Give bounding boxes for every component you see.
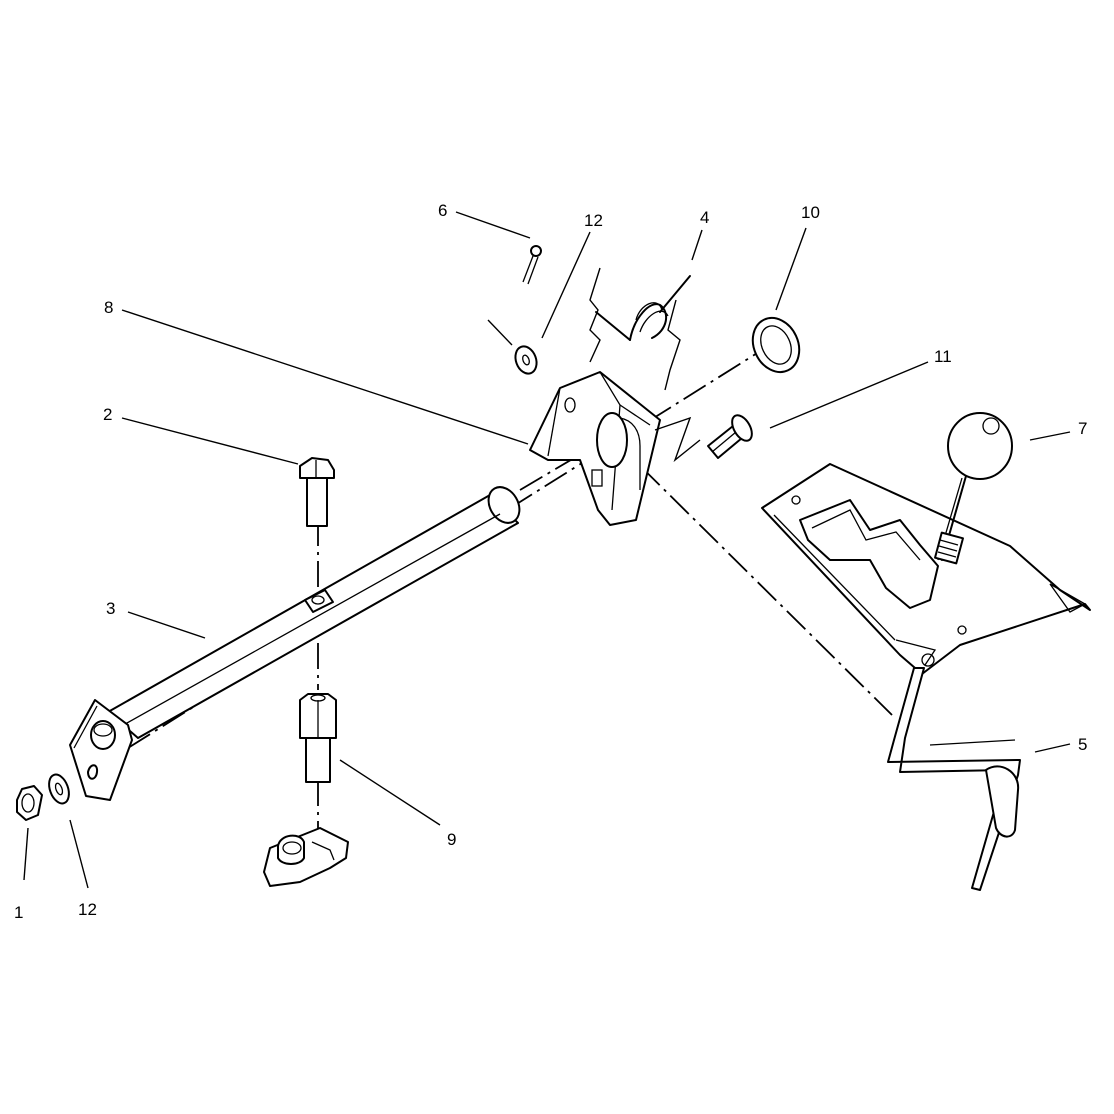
washer-upper: [514, 345, 538, 375]
assembly-centerlines: [127, 344, 893, 835]
torsion-spring: [595, 275, 691, 341]
callout-12-upper: 12: [584, 211, 603, 230]
shift-gate-plate: [761, 463, 1091, 675]
rod-end-plate: [69, 699, 133, 801]
cotter-pin: [522, 245, 542, 285]
callout-11: 11: [934, 347, 952, 366]
callout-labels: 1 12 2 3 4 5 6 7 8 9 10 11 12: [14, 201, 1087, 922]
callout-4: 4: [700, 208, 709, 227]
callout-3: 3: [106, 599, 115, 618]
callout-6: 6: [438, 201, 447, 220]
washer-large: [751, 316, 801, 374]
shift-knob: [934, 412, 1013, 565]
washer-left: [48, 773, 70, 805]
callout-10: 10: [801, 203, 820, 222]
pivot-bracket: [529, 371, 661, 526]
callout-7: 7: [1078, 419, 1087, 438]
spring-leader-zigzag: [589, 267, 701, 463]
leader-lines: [23, 211, 1071, 889]
carriage-bolt: [707, 414, 753, 459]
shift-lever: [887, 667, 1021, 891]
callout-5: 5: [1078, 735, 1087, 754]
hex-nut: [16, 785, 43, 821]
callout-1: 1: [14, 903, 23, 922]
clevis-bracket: [263, 827, 349, 887]
hex-coupling: [299, 693, 337, 783]
callout-8: 8: [104, 298, 113, 317]
callout-9: 9: [447, 830, 456, 849]
callout-2: 2: [103, 405, 112, 424]
hex-bolt: [299, 457, 335, 527]
callout-12-lower: 12: [78, 900, 97, 919]
